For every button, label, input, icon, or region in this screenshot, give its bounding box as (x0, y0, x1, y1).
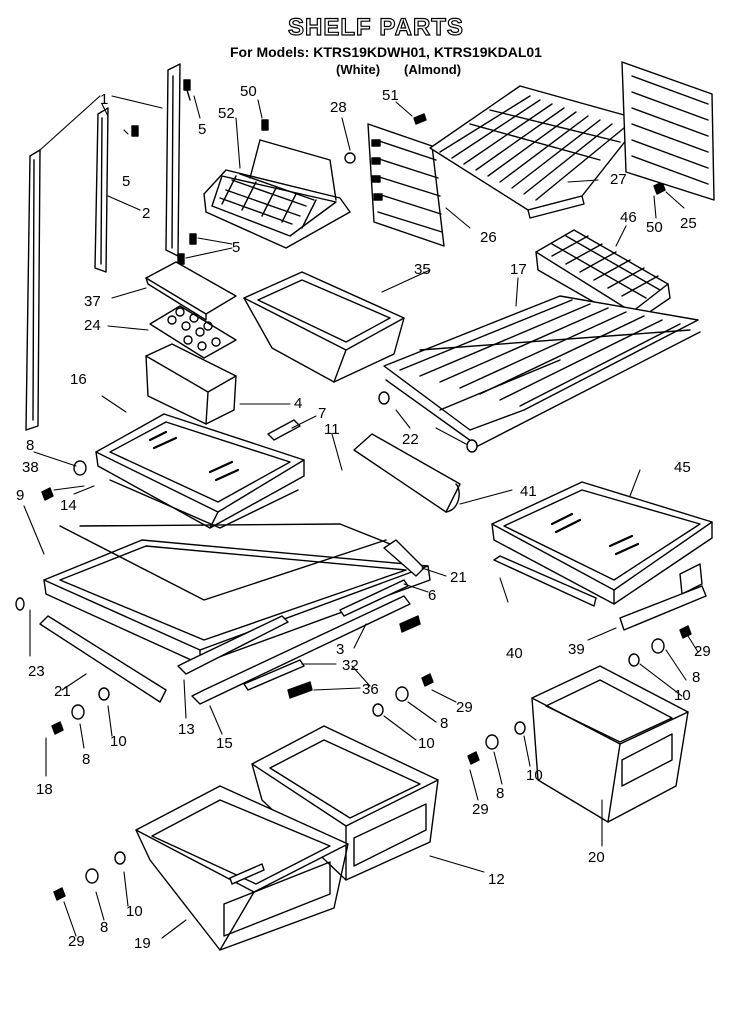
callout-9: 9 (16, 487, 24, 504)
part-17-wire-shelf (378, 295, 701, 453)
callout-29-d: 29 (68, 933, 85, 950)
callout-22: 22 (402, 431, 419, 448)
part-13-front-trim (177, 615, 289, 675)
callout-2: 2 (142, 205, 150, 222)
callout-25: 25 (680, 215, 697, 232)
variant-almond: (Almond) (404, 62, 462, 77)
callout-28: 28 (330, 99, 347, 116)
callout-45: 45 (674, 459, 691, 476)
model-numbers: KTRS19KDWH01, KTRS19KDAL01 (313, 44, 542, 60)
callout-8-e: 8 (100, 919, 108, 936)
callout-26: 26 (480, 229, 497, 246)
part-2-rail-center (94, 107, 109, 273)
part-35-storage-bin (243, 271, 405, 383)
callout-4: 4 (294, 395, 302, 412)
callout-38: 38 (22, 459, 39, 476)
part-27-wire-shelf (429, 85, 643, 219)
callout-3: 3 (336, 641, 344, 658)
callout-52: 52 (218, 105, 235, 122)
callout-50-right: 50 (646, 219, 663, 236)
callout-8-b: 8 (440, 715, 448, 732)
callout-46: 46 (620, 209, 637, 226)
callout-16: 16 (70, 371, 87, 388)
callout-36: 36 (362, 681, 379, 698)
callout-17: 17 (510, 261, 527, 278)
variant-white: (White) (336, 62, 381, 77)
callout-19: 19 (134, 935, 151, 952)
callout-24: 24 (84, 317, 101, 334)
part-25-shelf-support (621, 61, 715, 201)
callout-29-c: 29 (472, 801, 489, 818)
part-52-wire-basket (203, 139, 351, 249)
callout-13: 13 (178, 721, 195, 738)
callout-14: 14 (60, 497, 77, 514)
callout-8-left: 8 (26, 437, 34, 454)
part-1-rail-left (25, 149, 41, 431)
part-37-egg-cover (145, 261, 237, 321)
part-1-rail-right (165, 63, 181, 257)
callout-39: 39 (568, 641, 585, 658)
callout-29-a: 29 (456, 699, 473, 716)
callout-41: 41 (520, 483, 537, 500)
callout-10-e: 10 (126, 903, 143, 920)
callout-12: 12 (488, 871, 505, 888)
part-32-36-slides (243, 579, 421, 699)
leader-lines (23, 95, 699, 939)
callout-32: 32 (342, 657, 359, 674)
callout-50-top: 50 (240, 83, 257, 100)
callout-20: 20 (588, 849, 605, 866)
callout-5-mid: 5 (122, 173, 130, 190)
callout-labels: 1 2 3 4 5 5 5 6 7 8 8 8 8 8 8 9 10 10 10… (16, 83, 711, 952)
part-4-dairy-bin (145, 343, 237, 425)
callout-37: 37 (84, 293, 101, 310)
part-40-shelf-bracket (493, 555, 703, 607)
callout-29-b: 29 (694, 643, 711, 660)
part-20-crisper-drawer (531, 665, 689, 823)
part-26-side-bracket (367, 123, 445, 247)
diagram-title: SHELF PARTS (287, 13, 464, 41)
callout-15: 15 (216, 735, 233, 752)
part-46-ice-tray (535, 229, 671, 325)
callout-7: 7 (318, 405, 326, 422)
model-prefix: For Models: (230, 44, 310, 60)
callout-10-d: 10 (526, 767, 543, 784)
callout-5-low: 5 (232, 239, 240, 256)
callout-1: 1 (100, 91, 108, 108)
callout-6: 6 (428, 587, 436, 604)
callout-27: 27 (610, 171, 627, 188)
callout-10-a: 10 (110, 733, 127, 750)
part-45-glass-shelf (491, 481, 713, 605)
model-line: For Models: KTRS19KDWH01, KTRS19KDAL01 (230, 44, 542, 60)
part-7-trim-strip (267, 419, 301, 441)
callout-40: 40 (506, 645, 523, 662)
part-24-egg-tray (149, 305, 237, 359)
part-15-front-trim (191, 595, 411, 705)
hardware-icon-set (41, 460, 692, 901)
callout-8-d: 8 (496, 785, 504, 802)
callout-23: 23 (28, 663, 45, 680)
part-16-glass-shelf (95, 413, 305, 529)
part-21-side-trim (39, 539, 425, 703)
callout-51: 51 (382, 87, 399, 104)
callout-35: 35 (414, 261, 431, 278)
callout-10-b: 10 (418, 735, 435, 752)
callout-11: 11 (324, 421, 340, 438)
callout-5-top: 5 (198, 121, 206, 138)
callout-8-a: 8 (82, 751, 90, 768)
part-39-trim (619, 585, 707, 631)
callout-18: 18 (36, 781, 53, 798)
part-41-crisper-cover-trim (353, 433, 461, 513)
callout-8-c: 8 (692, 669, 700, 686)
part-19-crisper-drawer (135, 785, 349, 951)
callout-21-left: 21 (54, 683, 71, 700)
callout-10-c: 10 (674, 687, 691, 704)
callout-21-right: 21 (450, 569, 467, 586)
